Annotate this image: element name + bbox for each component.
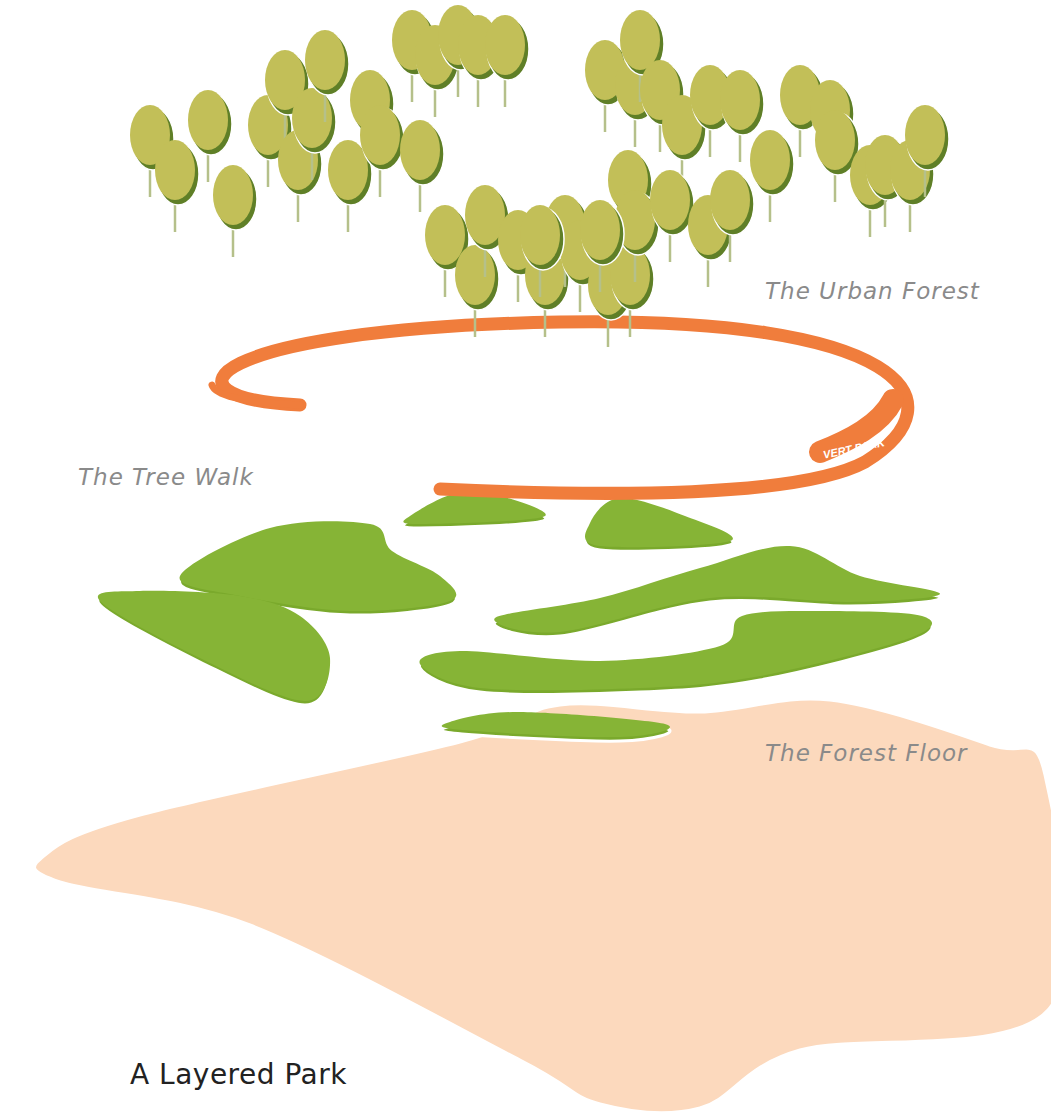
tree-crown <box>710 170 750 230</box>
tree-crown <box>400 120 440 180</box>
ground-layer <box>35 699 1051 1113</box>
ground-plane <box>35 699 1051 1113</box>
tree-crown <box>155 140 195 200</box>
tree-crown <box>188 90 228 150</box>
caption: A Layered Park <box>130 1058 347 1091</box>
tree-crown <box>305 30 345 90</box>
forest-floor-layer <box>98 491 940 741</box>
tree-crown <box>485 15 525 75</box>
mound-top <box>98 591 330 701</box>
tree-crown <box>905 105 945 165</box>
tree-walk-tail <box>212 385 300 405</box>
tree-walk-ring <box>222 322 908 494</box>
layer-label: The Forest Floor <box>765 740 968 766</box>
tree-crown <box>750 130 790 190</box>
tree-crown <box>580 200 620 260</box>
layer-label: The Urban Forest <box>765 278 980 304</box>
tree-crown <box>360 105 400 165</box>
tree-crown <box>720 70 760 130</box>
layer-label: The Tree Walk <box>78 464 254 490</box>
tree-crown <box>213 165 253 225</box>
mound-top <box>442 712 670 737</box>
tree-crown <box>650 170 690 230</box>
tree-crown <box>328 140 368 200</box>
mound-top <box>420 611 933 690</box>
tree-crown <box>455 245 495 305</box>
tree-crown <box>620 10 660 70</box>
tree-crown <box>815 110 855 170</box>
mound-top <box>585 498 733 547</box>
tree-crown <box>520 205 560 265</box>
tree-crown <box>425 205 465 265</box>
